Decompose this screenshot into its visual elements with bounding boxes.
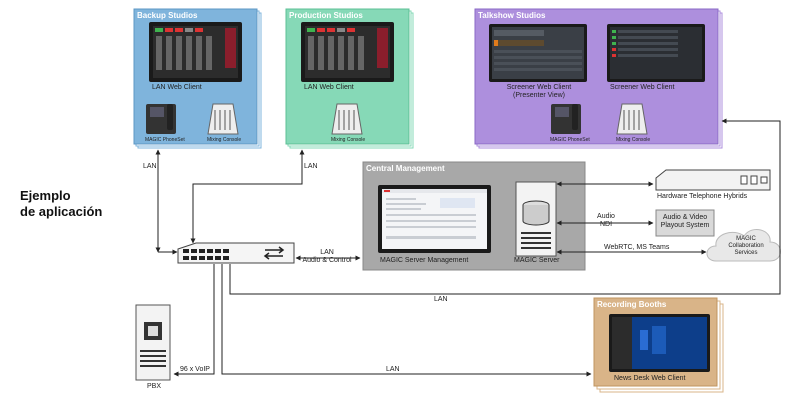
webrtc-label: WebRTC, MS Teams	[604, 244, 670, 251]
network-switch-icon	[177, 242, 295, 264]
magic-server-label: MAGIC Server	[514, 257, 560, 264]
central-management-title: Central Management	[366, 164, 445, 173]
telephone-hybrids-icon	[655, 169, 771, 191]
production-studios-title: Production Studios	[289, 11, 363, 20]
talkshow-studios-title: Talkshow Studios	[478, 11, 546, 20]
magic-server-icon	[515, 181, 557, 257]
cloud-label: MAGIC Collaboration Services	[718, 236, 774, 257]
screener-client-label: Screener Web Client	[610, 84, 675, 91]
production-lan-web-client-monitor	[301, 22, 394, 82]
lan-audio-line-1: LAN	[320, 249, 334, 256]
playout-system-box	[655, 209, 715, 237]
backup-studios-title: Backup Studios	[137, 11, 198, 20]
backup-phoneset-icon	[146, 104, 176, 134]
screener-presenter-line-2: (Presenter View)	[512, 92, 565, 99]
talkshow-console-label: Mixing Console	[616, 137, 651, 143]
screener-monitor	[607, 24, 705, 82]
lan-label-backup: LAN	[143, 163, 157, 170]
headline-line-1: Ejemplo	[20, 188, 71, 203]
headline: Ejemplo de aplicación	[20, 188, 102, 220]
talkshow-mixing-console-icon	[616, 103, 648, 135]
screener-presenter-label: Screener Web Client (Presenter View)	[491, 84, 587, 100]
audio-ndi-line-2: NDI	[599, 221, 613, 228]
backup-client-label: LAN Web Client	[152, 84, 202, 91]
link-switch-recording	[221, 264, 592, 377]
lan-label-recording: LAN	[386, 366, 400, 373]
server-management-label: MAGIC Server Management	[380, 257, 469, 264]
lan-audio-line-2: Audio & Control	[302, 257, 352, 264]
talkshow-phoneset-label: MAGIC PhoneSet	[550, 137, 590, 143]
news-desk-web-client-monitor	[609, 314, 710, 372]
pbx-icon	[135, 304, 171, 381]
screener-presenter-monitor	[489, 24, 587, 82]
news-desk-label: News Desk Web Client	[614, 375, 686, 382]
cloud-line-3: Services	[734, 250, 758, 256]
backup-mixing-console-icon	[207, 103, 239, 135]
production-console-label: Mixing Console	[331, 137, 366, 143]
headline-line-2: de aplicación	[20, 204, 103, 219]
connections	[155, 118, 781, 377]
playout-line-2: Playout System	[660, 222, 710, 229]
talkshow-phoneset-icon	[551, 104, 581, 134]
backup-phoneset-label: MAGIC PhoneSet	[145, 137, 185, 143]
link-production-switch	[190, 149, 305, 244]
cloud-line-2: Collaboration	[728, 243, 764, 249]
hybrids-label: Hardware Telephone Hybrids	[657, 193, 748, 200]
backup-lan-web-client-monitor	[149, 22, 242, 82]
playout-label: Audio & Video Playout System	[656, 214, 714, 230]
voip-label: 96 x VoIP	[180, 366, 210, 373]
recording-booths-title: Recording Booths	[597, 300, 667, 309]
screener-presenter-line-1: Screener Web Client	[506, 84, 572, 91]
cloud-line-1: MAGIC	[736, 236, 756, 242]
audio-ndi-line-1: Audio	[597, 213, 615, 220]
audio-ndi-label: Audio NDI	[591, 213, 621, 229]
magic-server-management-monitor	[378, 185, 491, 253]
lan-label-production: LAN	[304, 163, 318, 170]
link-switch-pbx	[173, 264, 215, 377]
link-switch-talkshow	[229, 118, 781, 295]
pbx-label: PBX	[147, 383, 162, 390]
backup-console-label: Mixing Console	[207, 137, 242, 143]
lan-audio-control-label: LAN Audio & Control	[298, 249, 356, 265]
lan-label-talkshow: LAN	[434, 296, 448, 303]
production-mixing-console-icon	[331, 103, 363, 135]
production-client-label: LAN Web Client	[304, 84, 354, 91]
playout-line-1: Audio & Video	[662, 214, 708, 221]
